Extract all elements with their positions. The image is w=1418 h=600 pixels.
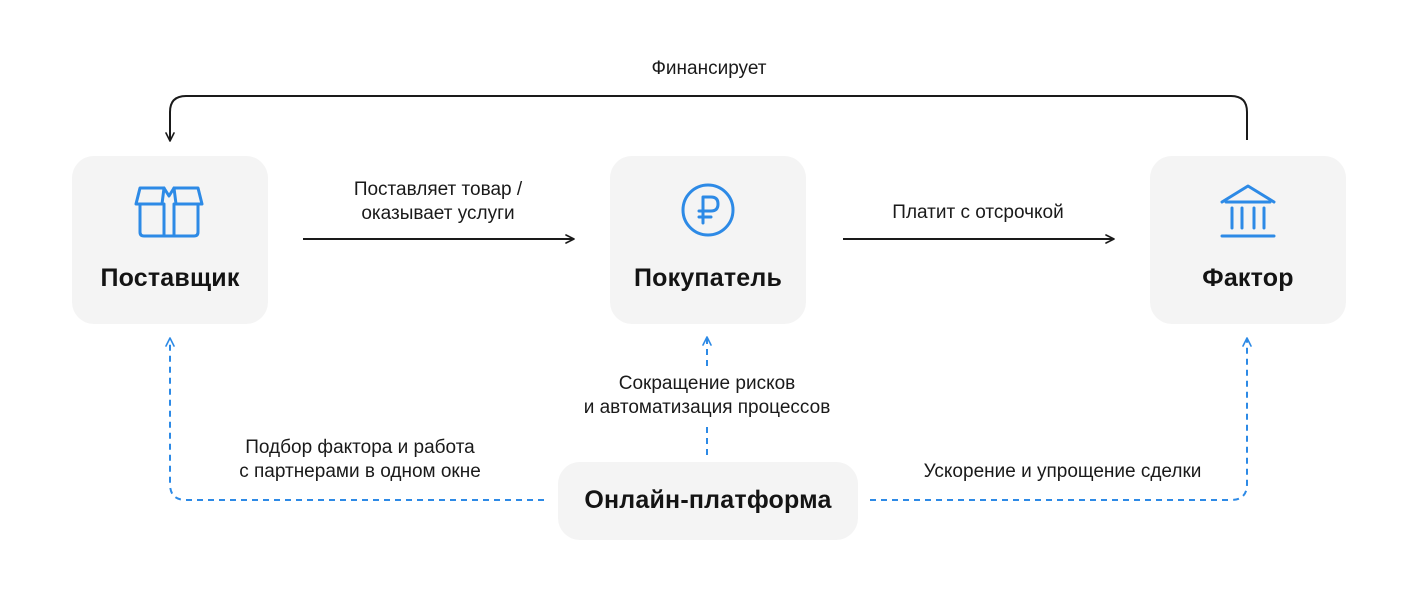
- bank-icon: [1220, 184, 1276, 238]
- selection-label-line2: с партнерами в одном окне: [239, 461, 481, 482]
- speedup-label: Ускорение и упрощение сделки: [923, 461, 1202, 482]
- buyer-node: Покупатель: [610, 156, 806, 324]
- risks-label-line2: и автоматизация процессов: [583, 397, 831, 418]
- box-icon: [134, 186, 204, 238]
- ruble-icon: [681, 183, 735, 237]
- factor-node: Фактор: [1150, 156, 1346, 324]
- supplies-label-line1: Поставляет товар /: [353, 179, 523, 200]
- finances-arrow: [165, 95, 1248, 142]
- supplier-node: Поставщик: [72, 156, 268, 324]
- buyer-title: Покупатель: [633, 264, 783, 292]
- selection-label: Подбор фактора и работа с партнерами в о…: [205, 436, 515, 484]
- supplies-label-line2: оказывает услуги: [361, 203, 515, 224]
- factor-title: Фактор: [1202, 264, 1294, 292]
- platform-title: Онлайн-платформа: [584, 486, 832, 514]
- finances-label: Финансирует: [651, 58, 767, 79]
- supplies-label: Поставляет товар / оказывает услуги: [318, 178, 558, 226]
- risks-label: Сокращение рисков и автоматизация процес…: [572, 372, 842, 420]
- pays-label: Платит с отсрочкой: [892, 202, 1064, 223]
- speedup-arrow: [870, 337, 1252, 501]
- selection-label-line1: Подбор фактора и работа: [245, 437, 475, 458]
- risks-label-line1: Сокращение рисков: [618, 373, 796, 394]
- platform-node: Онлайн-платформа: [558, 462, 858, 540]
- supplier-title: Поставщик: [100, 264, 240, 292]
